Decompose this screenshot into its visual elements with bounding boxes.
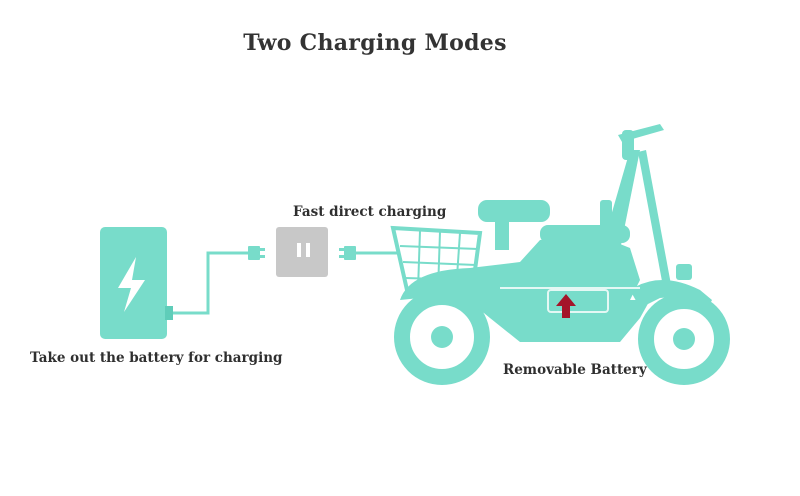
lightning-bolt-icon	[118, 257, 145, 312]
page-title: Two Charging Modes	[243, 30, 507, 56]
take-out-battery-label: Take out the battery for charging	[30, 350, 283, 366]
plug-icon	[339, 246, 356, 260]
battery-bay	[500, 287, 640, 313]
charging-cable	[173, 251, 248, 315]
power-outlet-icon	[276, 227, 328, 277]
plug-icon	[248, 246, 265, 260]
scooter	[390, 124, 730, 385]
up-arrow-icon	[556, 294, 576, 318]
removable-battery-label: Removable Battery	[503, 362, 647, 378]
battery-pack	[100, 227, 173, 339]
fast-direct-charging-label: Fast direct charging	[293, 204, 447, 220]
